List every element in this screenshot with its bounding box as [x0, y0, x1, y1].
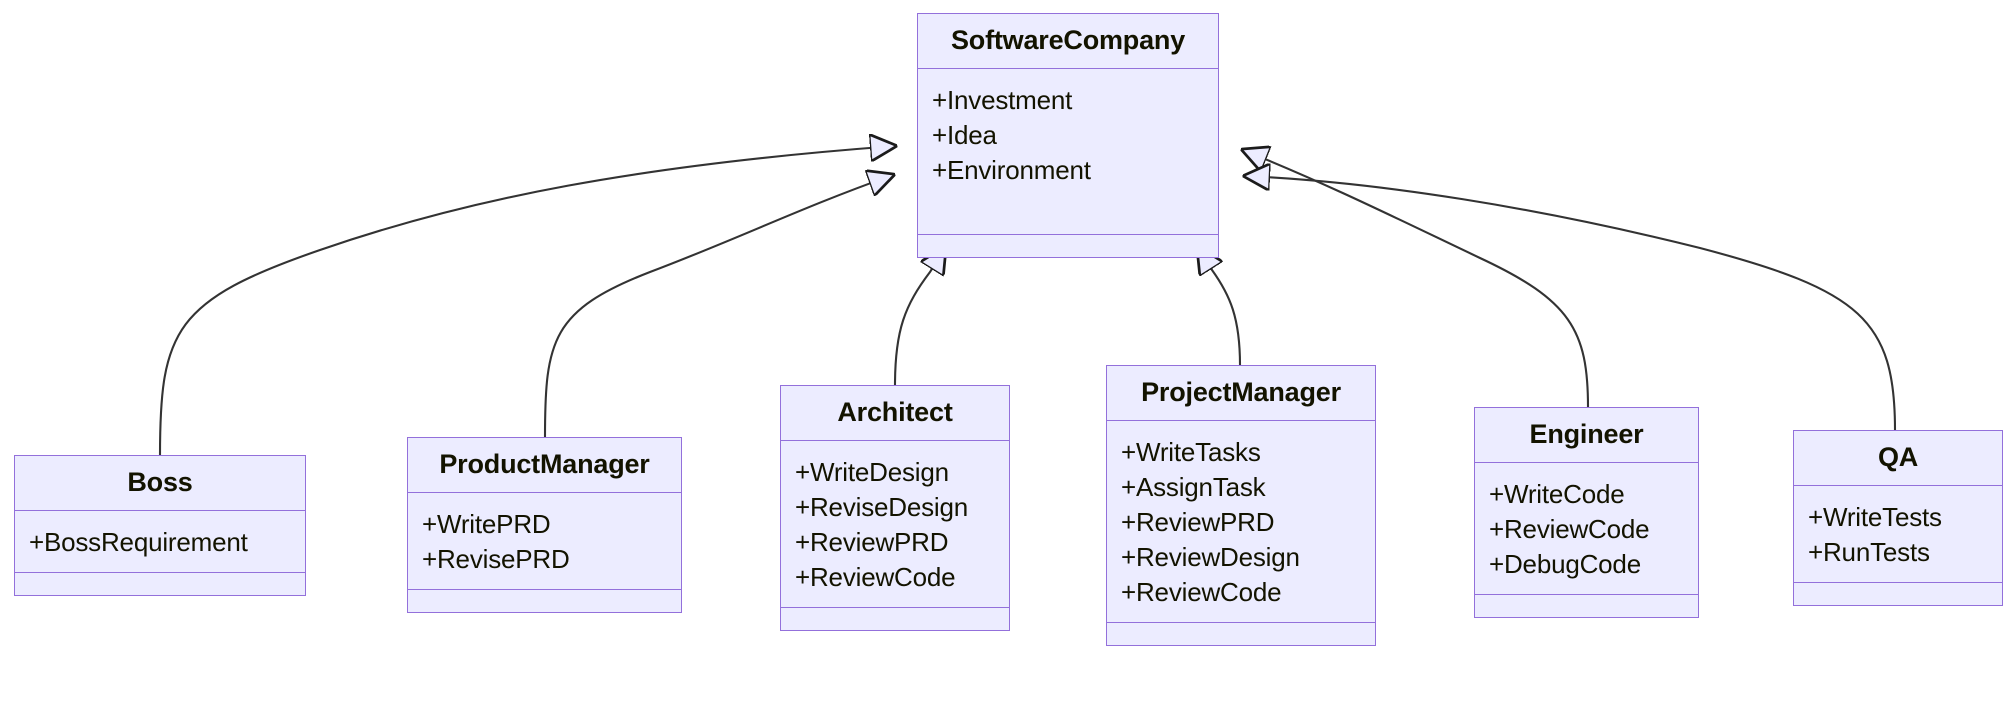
- class-title-project-manager: ProjectManager: [1107, 366, 1375, 421]
- class-methods-boss: [15, 573, 305, 595]
- member-row: +Idea: [932, 120, 997, 151]
- class-methods-architect: [781, 608, 1009, 630]
- class-node-software-company[interactable]: SoftwareCompany +Investment +Idea +Envir…: [917, 13, 1219, 258]
- member-row: +WritePRD: [422, 509, 551, 539]
- member-row: +Investment: [932, 85, 1073, 115]
- class-title-software-company: SoftwareCompany: [918, 14, 1218, 69]
- member-row: +WriteTasks: [1121, 437, 1261, 467]
- edge-projectmanager-to-softwarecompany: [1198, 248, 1242, 366]
- class-methods-software-company: [918, 235, 1218, 257]
- member-row: +ReviewDesign: [1121, 542, 1300, 573]
- member-row: +ReviewCode: [1489, 514, 1650, 545]
- member-row: +Environment: [932, 155, 1091, 186]
- class-title-architect: Architect: [781, 386, 1009, 441]
- class-members-software-company: +Investment +Idea +Environment: [918, 69, 1218, 235]
- member-row: +RunTests: [1808, 537, 1930, 568]
- class-members-qa: +WriteTests +RunTests: [1794, 486, 2002, 584]
- member-row: +BossRequirement: [29, 527, 248, 557]
- member-row: +ReviewCode: [1121, 577, 1282, 608]
- class-title-qa: QA: [1794, 431, 2002, 486]
- member-row: +WriteDesign: [795, 457, 949, 487]
- member-row: +ReviseDesign: [795, 492, 968, 523]
- class-title-boss: Boss: [15, 456, 305, 511]
- member-row: +ReviewCode: [795, 562, 956, 593]
- member-row: +DebugCode: [1489, 549, 1641, 580]
- class-members-product-manager: +WritePRD +RevisePRD: [408, 493, 681, 591]
- class-members-boss: +BossRequirement: [15, 511, 305, 574]
- member-row: +AssignTask: [1121, 472, 1266, 503]
- class-members-project-manager: +WriteTasks +AssignTask +ReviewPRD +Revi…: [1107, 421, 1375, 624]
- member-row: +WriteCode: [1489, 479, 1625, 509]
- member-row: +RevisePRD: [422, 544, 570, 575]
- member-row: +ReviewPRD: [795, 527, 949, 558]
- edge-architect-to-softwarecompany: [893, 248, 945, 386]
- class-node-architect[interactable]: Architect +WriteDesign +ReviseDesign +Re…: [780, 385, 1010, 632]
- member-row: +WriteTests: [1808, 502, 1942, 532]
- class-methods-engineer: [1475, 595, 1698, 617]
- class-node-qa[interactable]: QA +WriteTests +RunTests: [1793, 430, 2003, 607]
- class-node-product-manager[interactable]: ProductManager +WritePRD +RevisePRD: [407, 437, 682, 614]
- class-title-product-manager: ProductManager: [408, 438, 681, 493]
- class-members-engineer: +WriteCode +ReviewCode +DebugCode: [1475, 463, 1698, 596]
- class-node-boss[interactable]: Boss +BossRequirement: [14, 455, 306, 597]
- class-members-architect: +WriteDesign +ReviseDesign +ReviewPRD +R…: [781, 441, 1009, 609]
- member-row: +ReviewPRD: [1121, 507, 1275, 538]
- class-node-engineer[interactable]: Engineer +WriteCode +ReviewCode +DebugCo…: [1474, 407, 1699, 619]
- class-title-engineer: Engineer: [1475, 408, 1698, 463]
- class-node-project-manager[interactable]: ProjectManager +WriteTasks +AssignTask +…: [1106, 365, 1376, 647]
- class-methods-project-manager: [1107, 623, 1375, 645]
- class-methods-product-manager: [408, 590, 681, 612]
- class-methods-qa: [1794, 583, 2002, 605]
